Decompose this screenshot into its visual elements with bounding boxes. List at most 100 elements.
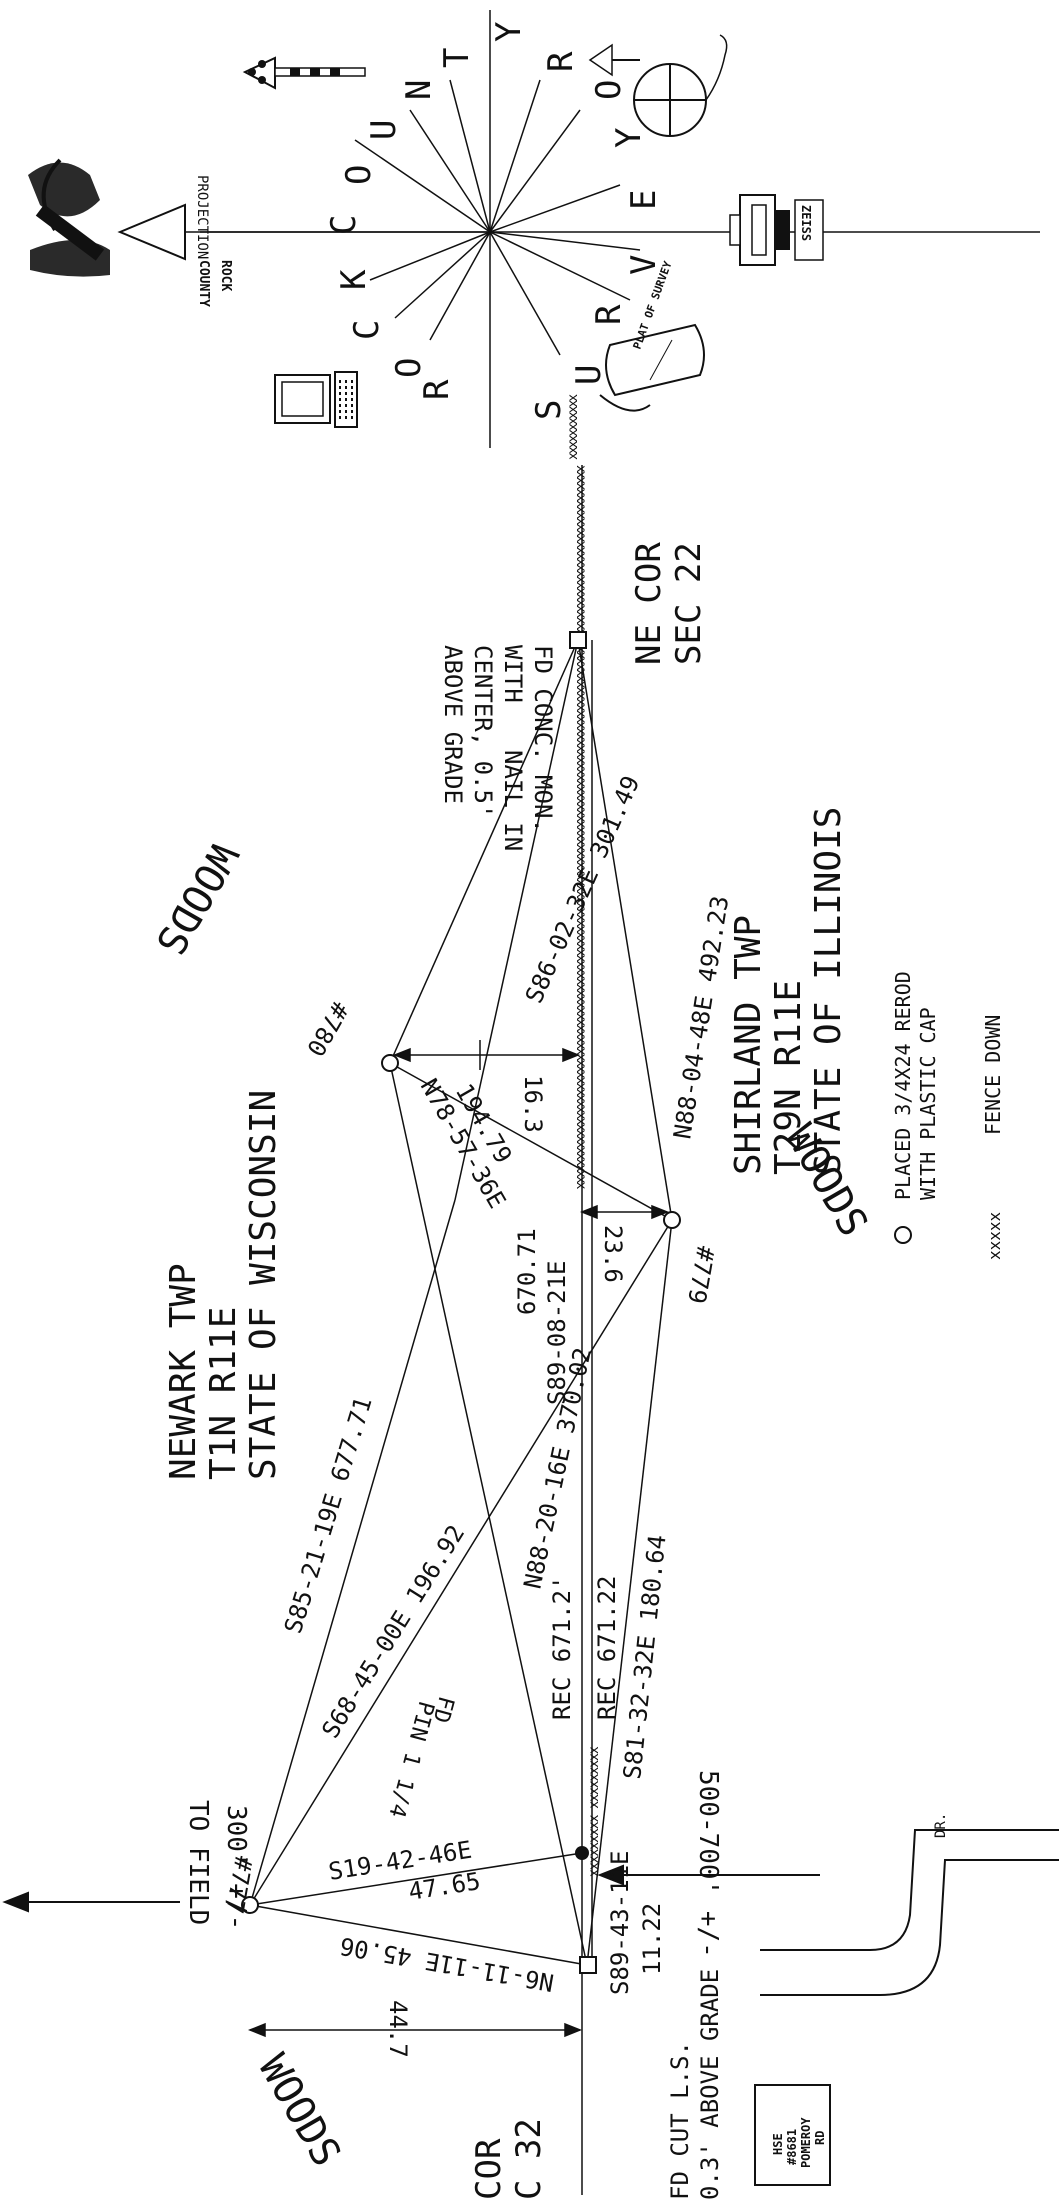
projection-label: PROJECTION bbox=[194, 175, 210, 259]
compass-letter: E bbox=[624, 190, 664, 210]
newark-line2: T1N R11E bbox=[203, 1307, 244, 1480]
compass-letter: R bbox=[541, 51, 581, 72]
shirland-line1: SHIRLAND TWP bbox=[728, 915, 769, 1175]
drive-arrow bbox=[597, 1864, 820, 1886]
bearing-s81: S81-32-32E 180.64 bbox=[618, 1533, 672, 1780]
dimension-44-arrow bbox=[247, 2022, 583, 2038]
dimension-23-arrow bbox=[579, 1204, 670, 1220]
fd-conc-line2: WITH bbox=[499, 645, 527, 703]
compass-letter: U bbox=[364, 120, 404, 140]
computer-icon bbox=[274, 371, 358, 428]
legend-fence-symbol: xxxxx bbox=[985, 1211, 1004, 1260]
prism-icon bbox=[242, 56, 366, 90]
fd-conc-line1: FD CONC. MON. bbox=[529, 645, 557, 833]
north-arrow-icon: COUNTY ROCK PROJECTION bbox=[117, 175, 490, 307]
dim-44-label: 44.7 bbox=[384, 2000, 412, 2058]
woods-right-label: WOODS bbox=[776, 1117, 876, 1244]
fd-cut-line2: 0.3' ABOVE GRADE bbox=[696, 1969, 724, 2200]
rec-1-label: REC 671.2' bbox=[548, 1576, 576, 1721]
cor-label: COR bbox=[469, 2138, 509, 2200]
point-779 bbox=[663, 1211, 681, 1229]
dimension-16-arrow bbox=[392, 1040, 581, 1070]
zeiss-label: ZEISS bbox=[799, 205, 813, 241]
monuments bbox=[241, 631, 681, 1974]
bearing-670: 670.71 bbox=[513, 1228, 541, 1315]
compass-letter: R bbox=[417, 379, 457, 400]
survey-lines bbox=[249, 639, 673, 1966]
driveway bbox=[760, 1829, 1059, 1996]
hse-line2: #8681 bbox=[785, 2129, 799, 2165]
fd-conc-line3: CENTER, 0.5' bbox=[469, 645, 497, 818]
fd-pin-line2: PIN 1 1/4 bbox=[383, 1698, 438, 1820]
compass-letter: V bbox=[624, 255, 664, 275]
bearing-n88-04: N88-04-48E 492.23 bbox=[668, 894, 734, 1141]
fence-line-top: xxxxxxxxxxx bbox=[566, 394, 581, 460]
to-field-line1: TO FIELD bbox=[183, 1800, 213, 1925]
rec-2-label: REC 671.22 bbox=[593, 1576, 621, 1721]
hse-line4: RD bbox=[813, 2131, 827, 2145]
legend-circle-line1: PLACED 3/4X24 REROD bbox=[891, 971, 915, 1200]
plat-scroll-icon: PLAT OF SURVEY bbox=[599, 259, 705, 412]
fd-conc-line2b: NAIL IN bbox=[499, 750, 527, 851]
dim-16-label: 16.3 bbox=[519, 1075, 547, 1133]
c32-label: C 32 bbox=[509, 2118, 549, 2200]
compass-letter: O bbox=[389, 358, 429, 378]
hse-line1: HSE bbox=[771, 2133, 785, 2155]
woods-top-label: WOODS bbox=[146, 835, 246, 962]
theodolite-icon: ZEISS bbox=[729, 194, 824, 266]
woods-bottom-label: WOODS bbox=[249, 2047, 349, 2174]
legend-fence-label: FENCE DOWN bbox=[981, 1015, 1005, 1135]
bearing-s89-43: S89-43-11E bbox=[606, 1851, 634, 1996]
compass-letter: R bbox=[589, 304, 629, 325]
compass-letter: K bbox=[334, 269, 374, 290]
dr-label: DR. bbox=[933, 1813, 949, 1838]
compass-letter: Y bbox=[489, 22, 529, 42]
shirland-line3: STATE OF ILLINOIS bbox=[808, 807, 849, 1175]
bearing-s89-08: S89-08-21E bbox=[543, 1261, 571, 1406]
ne-cor-monument bbox=[569, 631, 587, 649]
fd-conc-line4: ABOVE GRADE bbox=[439, 645, 467, 804]
house-box bbox=[754, 2084, 831, 2186]
sec-22-label: SEC 22 bbox=[669, 542, 709, 665]
fence-branch-symbols: xxxxxxxxx xxxxxxxxx bbox=[587, 1746, 602, 1877]
compass-letter: O bbox=[339, 165, 379, 185]
legend-circle-icon bbox=[894, 1226, 912, 1244]
point-780 bbox=[381, 1054, 399, 1072]
bottom-monument bbox=[579, 1956, 597, 1974]
compass-letter: C bbox=[324, 215, 364, 235]
compass-letters: R O C K C O U N T Y S U R V E Y O R bbox=[324, 22, 664, 420]
dim-23-label: 23.6 bbox=[599, 1225, 627, 1283]
to-field-line2: 300' +/- bbox=[221, 1805, 251, 1930]
compass-letter: Y bbox=[609, 128, 649, 148]
rock-county-label-2: ROCK bbox=[218, 260, 233, 291]
fd-pin-point bbox=[575, 1846, 589, 1860]
fd-cut-line1: FD CUT L.S. bbox=[666, 2041, 694, 2200]
newark-line1: NEWARK TWP bbox=[163, 1263, 204, 1480]
legend: PLACED 3/4X24 REROD WITH PLASTIC CAP xxx… bbox=[891, 971, 1005, 1260]
compass-letter: T bbox=[437, 48, 477, 68]
compass-letter: U bbox=[569, 365, 609, 385]
globe-icon bbox=[588, 34, 728, 137]
compass-letter: C bbox=[347, 320, 387, 340]
point-777 bbox=[241, 1896, 259, 1914]
to-field-arrow bbox=[2, 1891, 180, 1913]
rock-county-label: COUNTY bbox=[196, 260, 211, 307]
ne-cor-label: NE COR bbox=[629, 542, 669, 665]
legend-circle-line2: WITH PLASTIC CAP bbox=[916, 1007, 940, 1200]
dist-500-label: 500-700' +/- bbox=[693, 1770, 723, 1958]
compass-letter: O bbox=[589, 80, 629, 100]
bearing-47: 47.65 bbox=[407, 1867, 483, 1906]
bearing-n6: N6-11-11E 45.06 bbox=[338, 1931, 556, 1996]
point-label-779: #779 bbox=[682, 1244, 720, 1306]
fence-line-symbols: xxxxxxxxxxxxxxxxxxxxxxxxxxxxxxxxxxxxxxxx… bbox=[573, 465, 588, 1190]
point-label-780: #780 bbox=[301, 997, 354, 1061]
shirland-line2: T29N R11E bbox=[768, 980, 809, 1175]
hse-line3: POMEROY bbox=[799, 2117, 813, 2168]
north-letter-icon bbox=[28, 158, 110, 277]
bearing-11: 11.22 bbox=[638, 1903, 666, 1975]
compass-letter: S bbox=[529, 400, 569, 420]
newark-line3: STATE OF WISCONSIN bbox=[243, 1090, 284, 1480]
fence-branch: xxxxxxxxx xxxxxxxxx bbox=[587, 1746, 602, 1877]
compass-letter: N bbox=[399, 80, 439, 100]
